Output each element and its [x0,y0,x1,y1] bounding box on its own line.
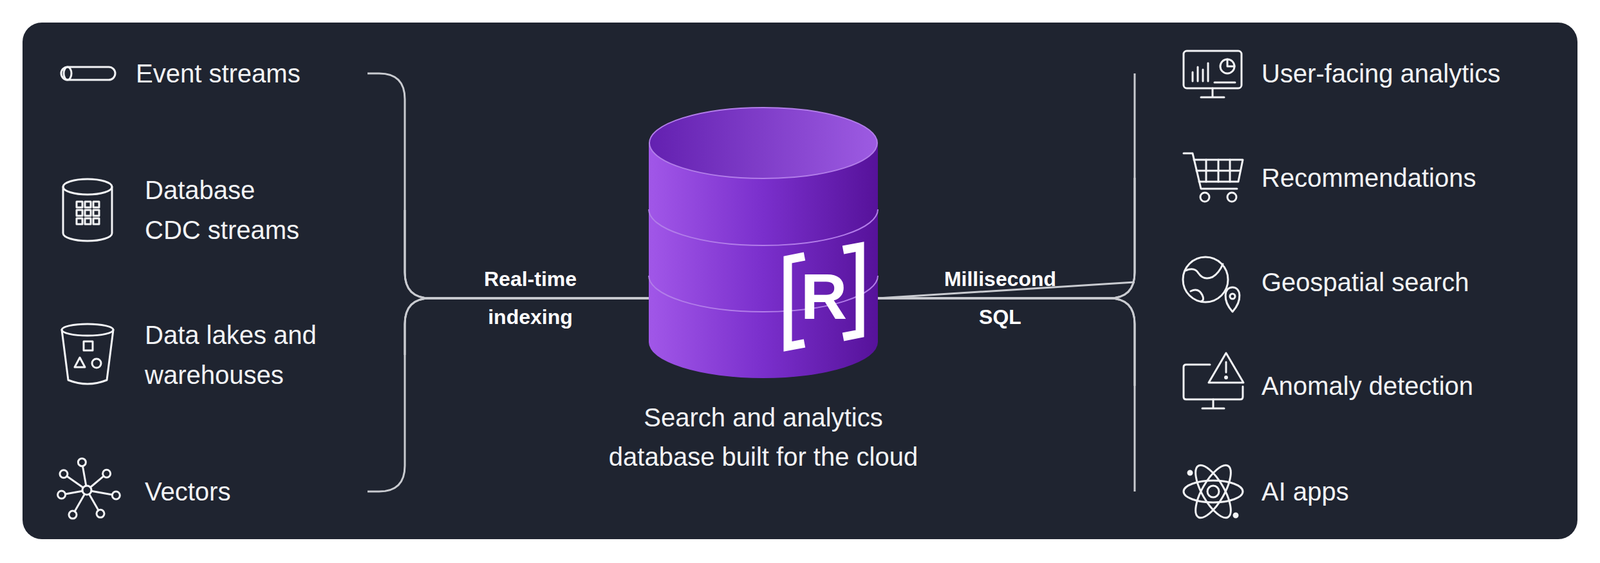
globe-pin-icon-part [1182,256,1228,302]
data-lake-bucket-icon-part [83,341,93,351]
item-label: Recommendations [1261,157,1571,198]
database-icon-part [76,209,83,216]
database-icon-part [76,201,83,208]
shopping-cart-icon [1183,153,1243,202]
analytics-monitor-icon-part [1183,50,1242,89]
vector-spoke [66,475,84,488]
flow-label: Millisecond SQL [932,260,1068,336]
cylinder-top [649,107,878,179]
analytics-monitor-icon-part [1220,59,1235,74]
atom-icon-part [1188,470,1192,475]
database-icon-part [76,218,83,224]
database-icon [63,178,112,241]
globe-pin-icon [1182,256,1240,312]
vector-point [57,490,66,499]
anomaly-monitor-icon-part [1202,399,1225,409]
shopping-cart-icon-part [1196,159,1241,182]
globe-pin-icon-part [1225,287,1240,312]
logo-letter: R [794,260,853,332]
database-icon-part [63,178,112,195]
use-case-item: Recommendations [1134,157,1571,198]
database-icon-part [93,201,100,208]
vector-point [96,509,105,517]
stream-pipe-icon-part [61,66,116,80]
vector-network-icon [57,458,121,519]
vector-point [68,510,77,519]
data-lake-bucket-icon-part [92,358,102,368]
shopping-cart-icon-part [1193,159,1243,182]
globe-pin-icon-part [1229,293,1236,299]
database-icon-part [84,218,91,224]
stream-pipe-icon [61,66,116,80]
item-label: AI apps [1261,471,1571,512]
connector-line [367,73,649,298]
cylinder-band [648,209,878,246]
atom-icon-part [1183,480,1243,503]
vector-point [77,458,86,466]
connector-line [877,73,1135,298]
analytics-monitor-icon-part [1192,63,1209,82]
anomaly-monitor-icon [1183,352,1244,409]
data-lake-bucket-icon-part [61,323,114,336]
analytics-monitor-icon-part [1227,59,1235,67]
vector-point [59,469,68,478]
database-icon-part [84,209,91,216]
source-item: Vectors [144,471,368,512]
globe-pin-icon-part [1185,263,1223,279]
shopping-cart-icon-part [1227,192,1237,202]
use-case-item: User-facing analytics [1158,53,1571,94]
item-label: Data lakes and warehouses [144,314,358,395]
anomaly-monitor-icon-part [1208,352,1244,383]
database-icon-part [84,201,91,208]
source-item: Event streams [135,53,368,94]
cylinder-shape [648,106,878,378]
vector-point [102,469,111,477]
database-icon-part [93,209,100,216]
anomaly-monitor-icon-part [1225,361,1228,373]
item-label: Vectors [144,471,368,512]
database-caption: Search and analytics database built for … [597,397,931,477]
analytics-monitor-icon-part [1200,88,1225,98]
vector-spoke [90,475,104,487]
data-lake-bucket-icon-part [61,329,114,384]
item-label: Geospatial search [1261,261,1571,302]
database-cylinder: Search and analytics database built for … [648,106,878,378]
atom-icon-part [1188,460,1238,523]
shopping-cart-icon-part [1200,192,1210,202]
atom-icon-part [1233,512,1238,517]
atom-icon [1183,460,1243,523]
analytics-monitor-icon-part [1214,81,1236,84]
vector-spoke [82,465,86,486]
analytics-monitor-icon [1183,50,1242,98]
use-case-item: Geospatial search [1134,261,1571,302]
item-label: User-facing analytics [1261,53,1571,94]
vector-point [111,491,120,499]
source-item: Database CDC streams [144,169,405,250]
globe-pin-icon-part [1190,289,1204,302]
item-label: Event streams [135,53,368,94]
item-label: Database CDC streams [144,169,309,250]
vector-hub [82,485,92,495]
data-lake-bucket-icon [61,323,114,384]
anomaly-monitor-icon-part [1225,376,1228,379]
atom-icon-part [1207,485,1219,497]
use-case-item: AI apps [1158,471,1571,512]
atom-icon-part [1188,460,1238,523]
database-icon-part [93,218,100,224]
source-item: Data lakes and warehouses [144,314,405,395]
use-case-item: Anomaly detection [1134,365,1571,406]
vector-spoke [74,493,85,512]
vector-spoke [91,490,112,495]
stream-pipe-icon-part [63,66,72,80]
data-lake-bucket-icon-part [74,357,85,367]
vector-spoke [89,493,100,510]
vector-spoke [65,490,84,494]
item-label: Anomaly detection [1261,365,1571,406]
flow-label: Real-time indexing [462,260,598,336]
